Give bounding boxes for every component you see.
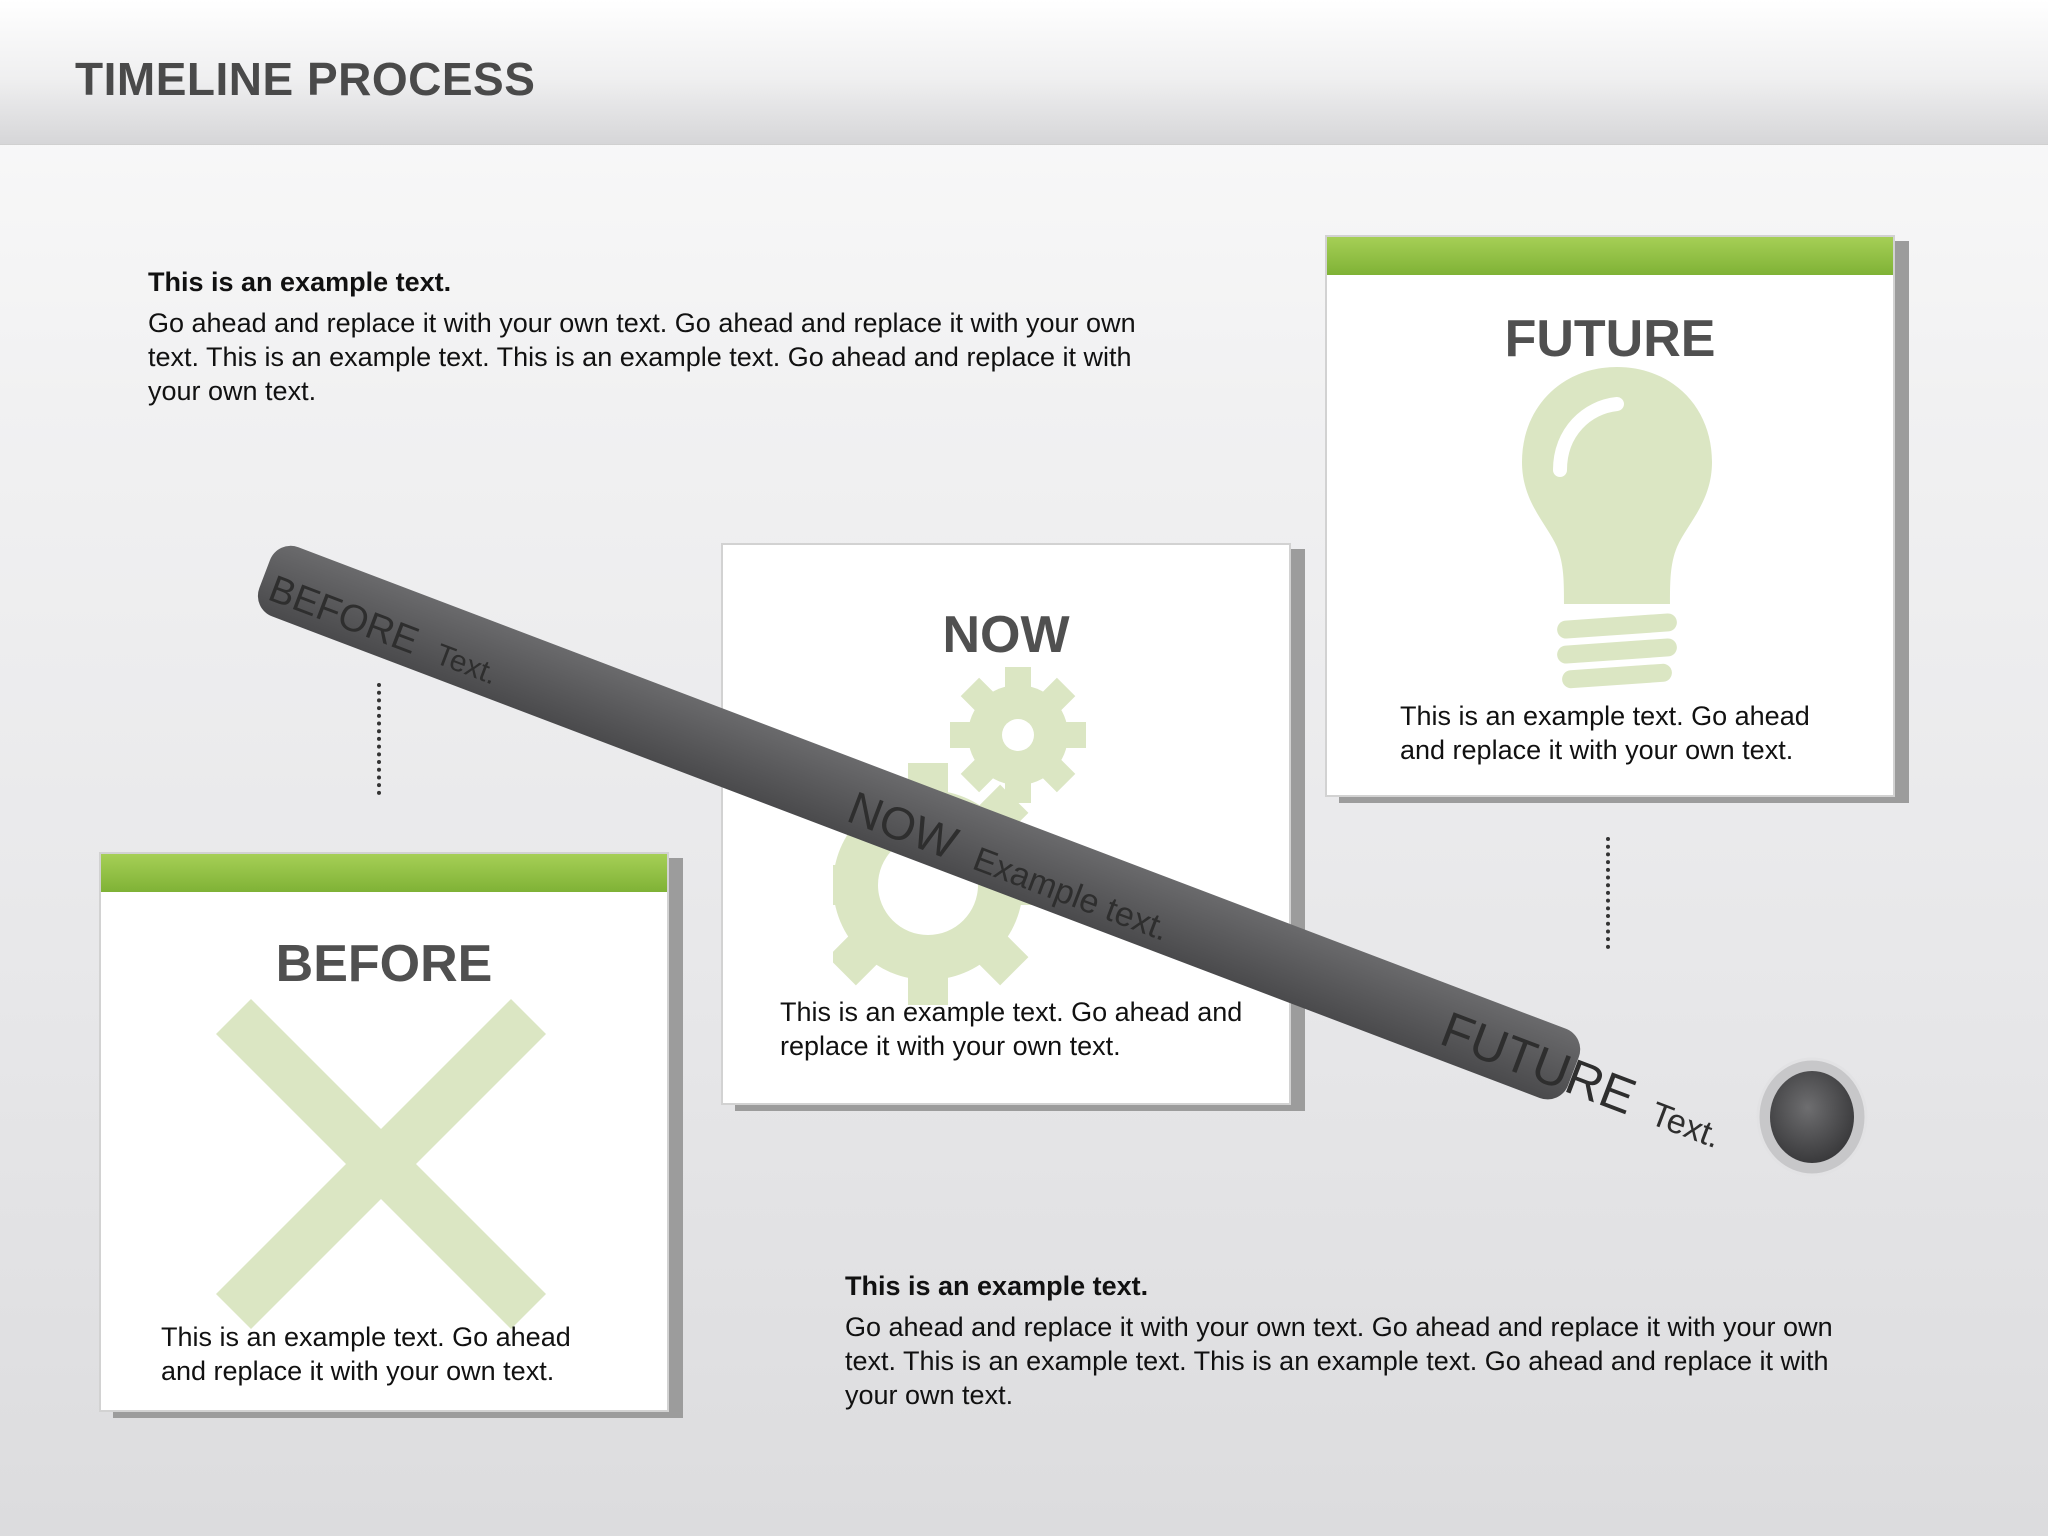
header: TIMELINE PROCESS: [0, 0, 2048, 145]
bottom-text-title: This is an example text.: [845, 1271, 1149, 1301]
bottom-text-block: This is an example text. Go ahead and re…: [845, 1270, 1845, 1412]
top-text-body: Go ahead and replace it with your own te…: [148, 308, 1136, 406]
now-card: NOW: [721, 543, 1291, 1105]
now-card-text: This is an example text. Go ahead and re…: [780, 997, 1243, 1061]
before-card-title: BEFORE: [275, 935, 493, 993]
future-card: FUTURE This is an example text. Go ahead…: [1325, 235, 1895, 797]
pipe-before-sub: Text.: [430, 638, 502, 692]
pipe-label-future: FUTURE Text.: [1433, 1000, 1731, 1160]
pipe-end-cap: [1756, 1057, 1868, 1177]
lightbulb-icon: [1522, 367, 1712, 689]
future-connector-line: [1606, 837, 1610, 949]
bottom-text-body: Go ahead and replace it with your own te…: [845, 1312, 1833, 1410]
future-card-bar: [1327, 237, 1893, 275]
pipe-before-main: BEFORE: [263, 568, 425, 663]
pipe-label-before: BEFORE Text.: [263, 568, 505, 694]
pipe-future-main: FUTURE: [1433, 1000, 1644, 1126]
pipe-future-sub: Text.: [1645, 1094, 1726, 1156]
before-card-text: This is an example text. Go ahead and re…: [161, 1322, 571, 1386]
top-text-title: This is an example text.: [148, 267, 452, 297]
x-mark-icon: [216, 999, 546, 1329]
before-connector-line: [377, 683, 381, 795]
future-card-text: This is an example text. Go ahead and re…: [1400, 701, 1810, 765]
top-text-block: This is an example text. Go ahead and re…: [148, 266, 1148, 408]
before-card-bar: [101, 854, 667, 892]
future-card-title: FUTURE: [1504, 310, 1716, 368]
page-title: TIMELINE PROCESS: [75, 53, 536, 105]
before-card: BEFORE This is an example text. Go ahead…: [99, 852, 669, 1412]
